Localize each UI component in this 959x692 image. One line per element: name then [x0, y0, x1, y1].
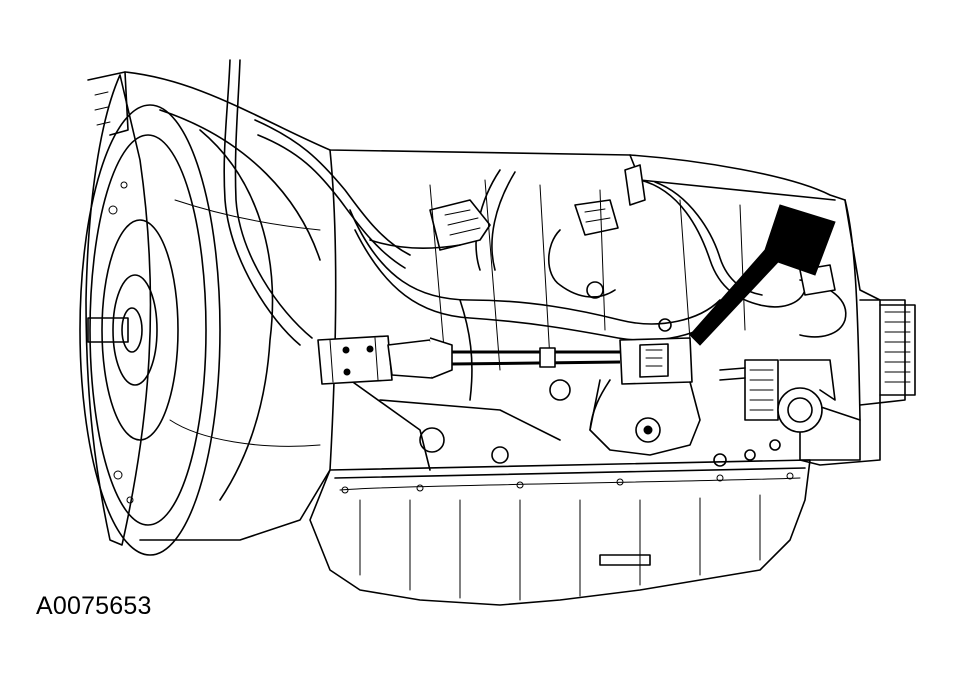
connector: [317, 335, 393, 385]
callout-arrow: [689, 204, 836, 346]
bell-housing: [79, 71, 221, 556]
valve-body-fittings: [719, 359, 836, 433]
wiring-harness: [223, 59, 847, 346]
transmission-case: [124, 71, 916, 541]
case-ribs: [349, 179, 781, 471]
figure-id-label: A0075653: [36, 592, 152, 620]
highlighted-sensor-assembly: [317, 335, 701, 456]
oil-pan: [309, 459, 811, 606]
